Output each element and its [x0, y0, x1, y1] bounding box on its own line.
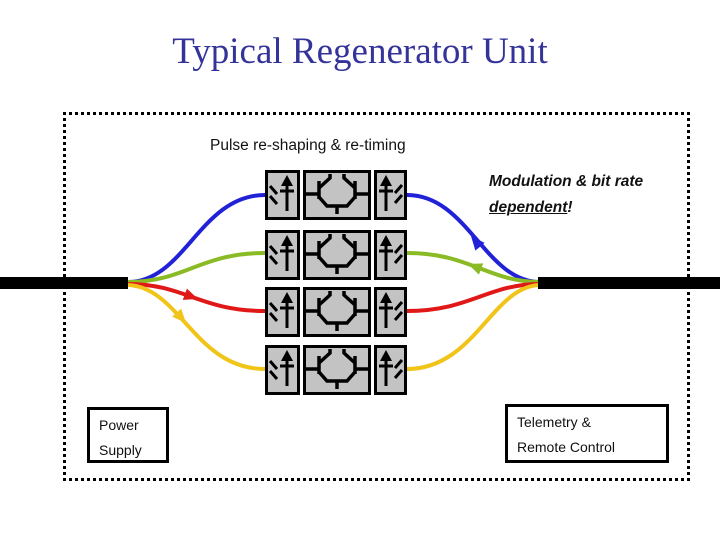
telemetry-box: Telemetry & Remote Control: [505, 404, 669, 463]
power-supply-line1: Power: [99, 417, 139, 433]
decision-circuit-box: [303, 345, 371, 395]
channel-4-right-path: [406, 283, 541, 371]
power-supply-box: Power Supply: [87, 407, 169, 463]
laser-diode-icon: [379, 235, 404, 271]
channel-2-arrowhead: [468, 263, 484, 275]
regenerator-unit-3: [265, 287, 407, 337]
regenerator-boundary-box: [63, 112, 690, 481]
decision-circuit-box: [303, 230, 371, 280]
channel-1-arrowhead: [471, 236, 485, 251]
decision-circuit-icon: [306, 234, 368, 274]
channel-4-arrowhead: [172, 308, 186, 323]
laser-box: [374, 287, 407, 337]
modulation-note-underlined: dependent: [489, 199, 568, 216]
channel-2-left-path: [127, 251, 266, 284]
laser-box: [374, 345, 407, 395]
decision-circuit-icon: [306, 291, 368, 331]
channel-4-left-path: [127, 283, 266, 371]
photodiode-icon: [268, 235, 294, 271]
photodiode-icon: [268, 292, 294, 328]
photodetector-box: [265, 230, 300, 280]
page-title: Typical Regenerator Unit: [172, 31, 548, 72]
photodetector-box: [265, 170, 300, 220]
laser-diode-icon: [379, 292, 404, 328]
laser-box: [374, 230, 407, 280]
regenerator-unit-4: [265, 345, 407, 395]
modulation-note: Modulation & bit rate dependent!: [489, 169, 674, 221]
regenerator-unit-2: [265, 230, 407, 280]
channel-3-arrowhead: [182, 288, 198, 300]
modulation-note-suffix: !: [567, 199, 573, 216]
decision-circuit-icon: [306, 174, 368, 214]
channel-3-left-path: [127, 282, 266, 313]
telemetry-line1: Telemetry &: [517, 414, 591, 430]
channel-1-left-path: [127, 193, 266, 284]
photodiode-icon: [268, 175, 294, 211]
pulse-reshaping-label: Pulse re-shaping & re-timing: [210, 137, 406, 154]
decision-circuit-box: [303, 170, 371, 220]
fiber-left: [0, 277, 128, 289]
power-supply-line2: Supply: [99, 442, 142, 458]
modulation-note-line1: Modulation & bit rate: [489, 173, 644, 190]
decision-circuit-icon: [306, 349, 368, 389]
laser-diode-icon: [379, 350, 404, 386]
channel-3-right-path: [406, 282, 541, 313]
decision-circuit-box: [303, 287, 371, 337]
regenerator-unit-1: [265, 170, 407, 220]
laser-diode-icon: [379, 175, 404, 211]
photodetector-box: [265, 345, 300, 395]
photodiode-icon: [268, 350, 294, 386]
photodetector-box: [265, 287, 300, 337]
fiber-right: [538, 277, 720, 289]
telemetry-line2: Remote Control: [517, 439, 616, 455]
laser-box: [374, 170, 407, 220]
